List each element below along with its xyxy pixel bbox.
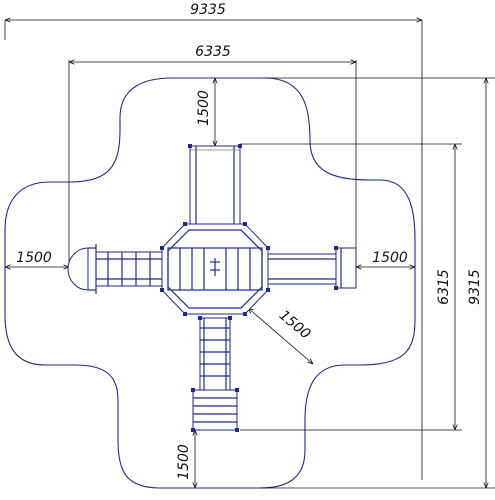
dimension-overall-width: 9335 — [4, 2, 423, 480]
dimension-label-top-clearance: 1500 — [196, 90, 212, 126]
central-platform — [160, 222, 270, 316]
bottom-steps — [191, 388, 239, 432]
dimension-right-clearance: 1500 — [356, 250, 415, 267]
dimension-overall-height: 9315 — [260, 77, 495, 489]
dimension-label-overall-width: 9335 — [190, 2, 226, 18]
dimension-inner-width: 6335 — [68, 44, 357, 262]
dimension-label-inner-width: 6335 — [195, 44, 231, 60]
dimension-inner-height: 6315 — [240, 143, 462, 431]
dimension-bottom-clearance: 1500 — [176, 430, 195, 488]
dimension-label-inner-height: 6315 — [436, 269, 452, 305]
dimension-diagonal-clearance: 1500 — [248, 307, 313, 364]
left-bridge — [67, 244, 163, 294]
dimension-label-overall-height: 9315 — [467, 269, 483, 305]
top-slide — [188, 144, 242, 225]
dimension-label-left-clearance: 1500 — [16, 250, 52, 266]
dimension-label-right-clearance: 1500 — [372, 250, 408, 266]
dimension-label-bottom-clearance: 1500 — [176, 444, 192, 480]
right-slide — [267, 246, 357, 290]
bottom-ladder — [198, 316, 232, 391]
dimension-top-clearance: 1500 — [196, 78, 215, 146]
dimension-left-clearance: 1500 — [5, 250, 69, 267]
